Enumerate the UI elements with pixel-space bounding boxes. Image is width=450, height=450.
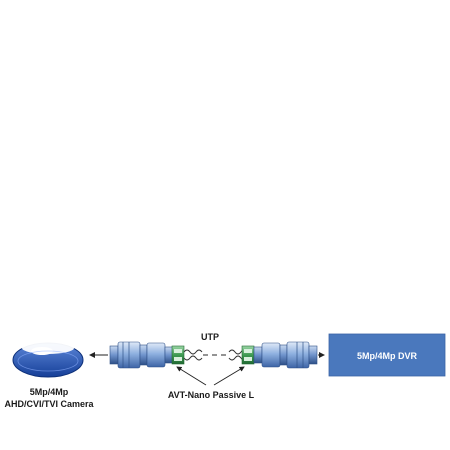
camera-label-line2: AHD/CVI/TVI Camera — [4, 399, 94, 409]
left-twisted-pair — [183, 349, 203, 361]
camera-label-line1: 5Mp/4Mp — [30, 387, 69, 397]
left-bnc-connector — [109, 341, 174, 369]
utp-label: UTP — [201, 332, 219, 342]
right-terminal-block — [241, 345, 255, 365]
dvr-box — [328, 333, 446, 377]
dvr-label: 5Mp/4Mp DVR — [357, 351, 418, 361]
balun-pointer-right — [213, 366, 245, 386]
dome-camera-icon — [12, 342, 84, 378]
left-terminal-block — [171, 345, 185, 365]
balun-label: AVT-Nano Passive L — [168, 390, 255, 400]
right-bnc-connector — [253, 341, 318, 369]
balun-pointer-left — [176, 366, 207, 386]
